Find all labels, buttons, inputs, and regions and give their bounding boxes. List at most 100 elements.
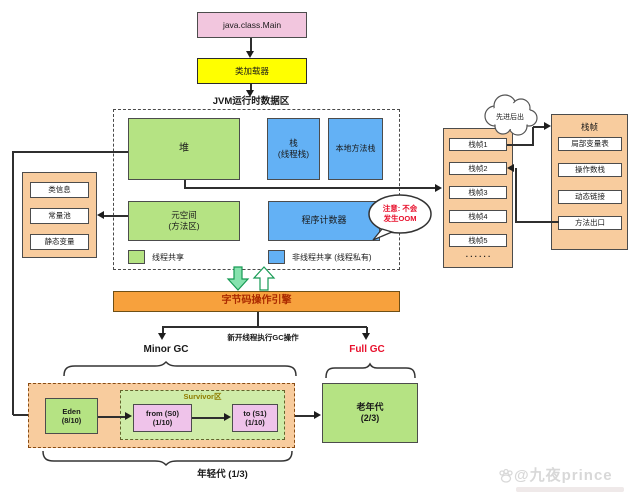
pc-register-box: 程序计数器 (268, 201, 380, 241)
dynamic-link-box: 动态链接 (558, 190, 622, 204)
method-exit-label: 方法出口 (575, 218, 605, 228)
local-vars-label: 局部变量表 (571, 139, 609, 149)
heap-box: 堆 (128, 118, 240, 180)
connector-line (184, 180, 186, 188)
minor-gc-label: Minor GC (143, 344, 189, 355)
connector-line (250, 38, 252, 52)
old-gen-label-line2: (2/3) (360, 413, 380, 423)
legend-private-label: 非线程共享 (线程私有) (292, 253, 372, 262)
heap-label: 堆 (179, 142, 189, 154)
frame-detail-title: 栈帧 (580, 122, 598, 132)
connector-line (250, 84, 252, 92)
connector-line (515, 168, 517, 222)
arrowhead (246, 90, 254, 97)
stack-frame-2: 栈帧2 (449, 162, 507, 175)
stack-frame-2-label: 栈帧2 (468, 163, 488, 173)
arrowhead (314, 411, 321, 419)
arrowhead (246, 51, 254, 58)
arrowhead (224, 413, 231, 421)
connector-line (507, 144, 534, 146)
operand-stack-label: 操作数栈 (575, 165, 605, 175)
constant-pool-box: 常量池 (30, 208, 89, 224)
eden-label-line1: Eden (62, 406, 81, 416)
oom-note-text: 注意: 不会 发生OOM (372, 204, 428, 224)
connector-line (532, 127, 534, 145)
connector-line (184, 187, 436, 189)
from-s0-box: from (S0) (1/10) (133, 404, 192, 432)
stack-label-line1: 栈 (289, 138, 298, 149)
oom-note-bubble (368, 194, 432, 241)
arrowhead (507, 164, 514, 172)
oom-note-line1: 注意: 不会 (382, 204, 418, 213)
stack-box: 栈 (线程栈) (267, 118, 320, 180)
legend-shared-swatch (128, 250, 145, 264)
class-info-label: 类信息 (48, 185, 71, 195)
metaspace-box: 元空间 (方法区) (128, 201, 240, 241)
connector-line (366, 327, 368, 334)
watermark-paw-icon (499, 468, 513, 483)
constant-pool-label: 常量池 (48, 211, 71, 221)
class-loader-box: 类加载器 (197, 58, 307, 84)
runtime-area-container (113, 109, 400, 270)
arrowhead (544, 122, 551, 130)
metaspace-label-line2: (方法区) (168, 221, 200, 231)
arrowhead (362, 333, 370, 340)
watermark-subtext (516, 487, 624, 492)
connector-line (257, 312, 259, 327)
connector-line (13, 151, 128, 153)
connector-line (162, 327, 164, 334)
stack-frame-4: 栈帧4 (449, 210, 507, 223)
pc-register-label: 程序计数器 (301, 215, 347, 226)
to-s1-box: to (S1) (1/10) (232, 404, 278, 432)
operand-stack-box: 操作数栈 (558, 163, 622, 177)
connector-line (162, 326, 367, 328)
connector-line (98, 416, 126, 418)
young-gen-underbrace (42, 450, 293, 467)
arrowhead (125, 412, 132, 420)
stack-frame-4-label: 栈帧4 (468, 211, 488, 221)
stack-frame-1-label: 栈帧1 (468, 139, 488, 149)
gc-thread-note: 新开线程执行GC操作 (227, 333, 299, 342)
stack-frame-5: 栈帧5 (449, 234, 507, 247)
young-gen-overbrace (63, 360, 297, 377)
to-s1-label-line1: to (S1) (243, 408, 267, 418)
connector-line (192, 417, 225, 419)
class-info-box: 类信息 (30, 182, 89, 198)
from-s0-label-line1: from (S0) (146, 408, 179, 418)
legend-private-swatch (268, 250, 285, 264)
connector-line (13, 414, 38, 416)
survivor-label: Survivor区 (183, 392, 222, 401)
old-gen-label-line1: 老年代 (356, 401, 384, 412)
stack-frame-3: 栈帧3 (449, 186, 507, 199)
arrowhead (158, 333, 166, 340)
connector-line (295, 415, 316, 417)
dynamic-link-label: 动态链接 (575, 192, 605, 202)
engine-exchange-arrows-icon (226, 266, 276, 291)
static-vars-label: 静态变量 (44, 237, 75, 247)
native-stack-box: 本地方法栈 (328, 118, 383, 180)
young-gen-label: 年轻代 (1/3) (197, 469, 248, 480)
main-class-label: java.class.Main (222, 19, 282, 30)
stack-frame-5-label: 栈帧5 (468, 235, 488, 245)
connector-line (104, 215, 128, 217)
watermark: @九夜prince (514, 467, 613, 484)
oom-note-line2: 发生OOM (383, 213, 417, 223)
stack-frame-1: 栈帧1 (449, 138, 507, 151)
full-gc-label: Full GC (349, 344, 385, 355)
legend-shared-label: 线程共享 (152, 253, 184, 262)
connector-line (12, 151, 14, 415)
eden-label-line2: (8/10) (61, 416, 82, 425)
eden-box: Eden (8/10) (45, 398, 98, 434)
class-loader-label: 类加载器 (234, 65, 269, 76)
stack-frame-3-label: 栈帧3 (468, 187, 488, 197)
method-exit-box: 方法出口 (558, 216, 622, 230)
connector-line (515, 221, 559, 223)
main-class-box: java.class.Main (197, 12, 307, 38)
bytecode-engine-label: 字节码操作引擎 (221, 295, 292, 307)
stack-frames-ellipsis: . . . . . . (465, 250, 491, 259)
native-stack-label: 本地方法栈 (335, 144, 376, 153)
static-vars-box: 静态变量 (30, 234, 89, 250)
filo-note: 先进后出 (496, 114, 524, 121)
to-s1-label-line2: (1/10) (245, 418, 265, 427)
